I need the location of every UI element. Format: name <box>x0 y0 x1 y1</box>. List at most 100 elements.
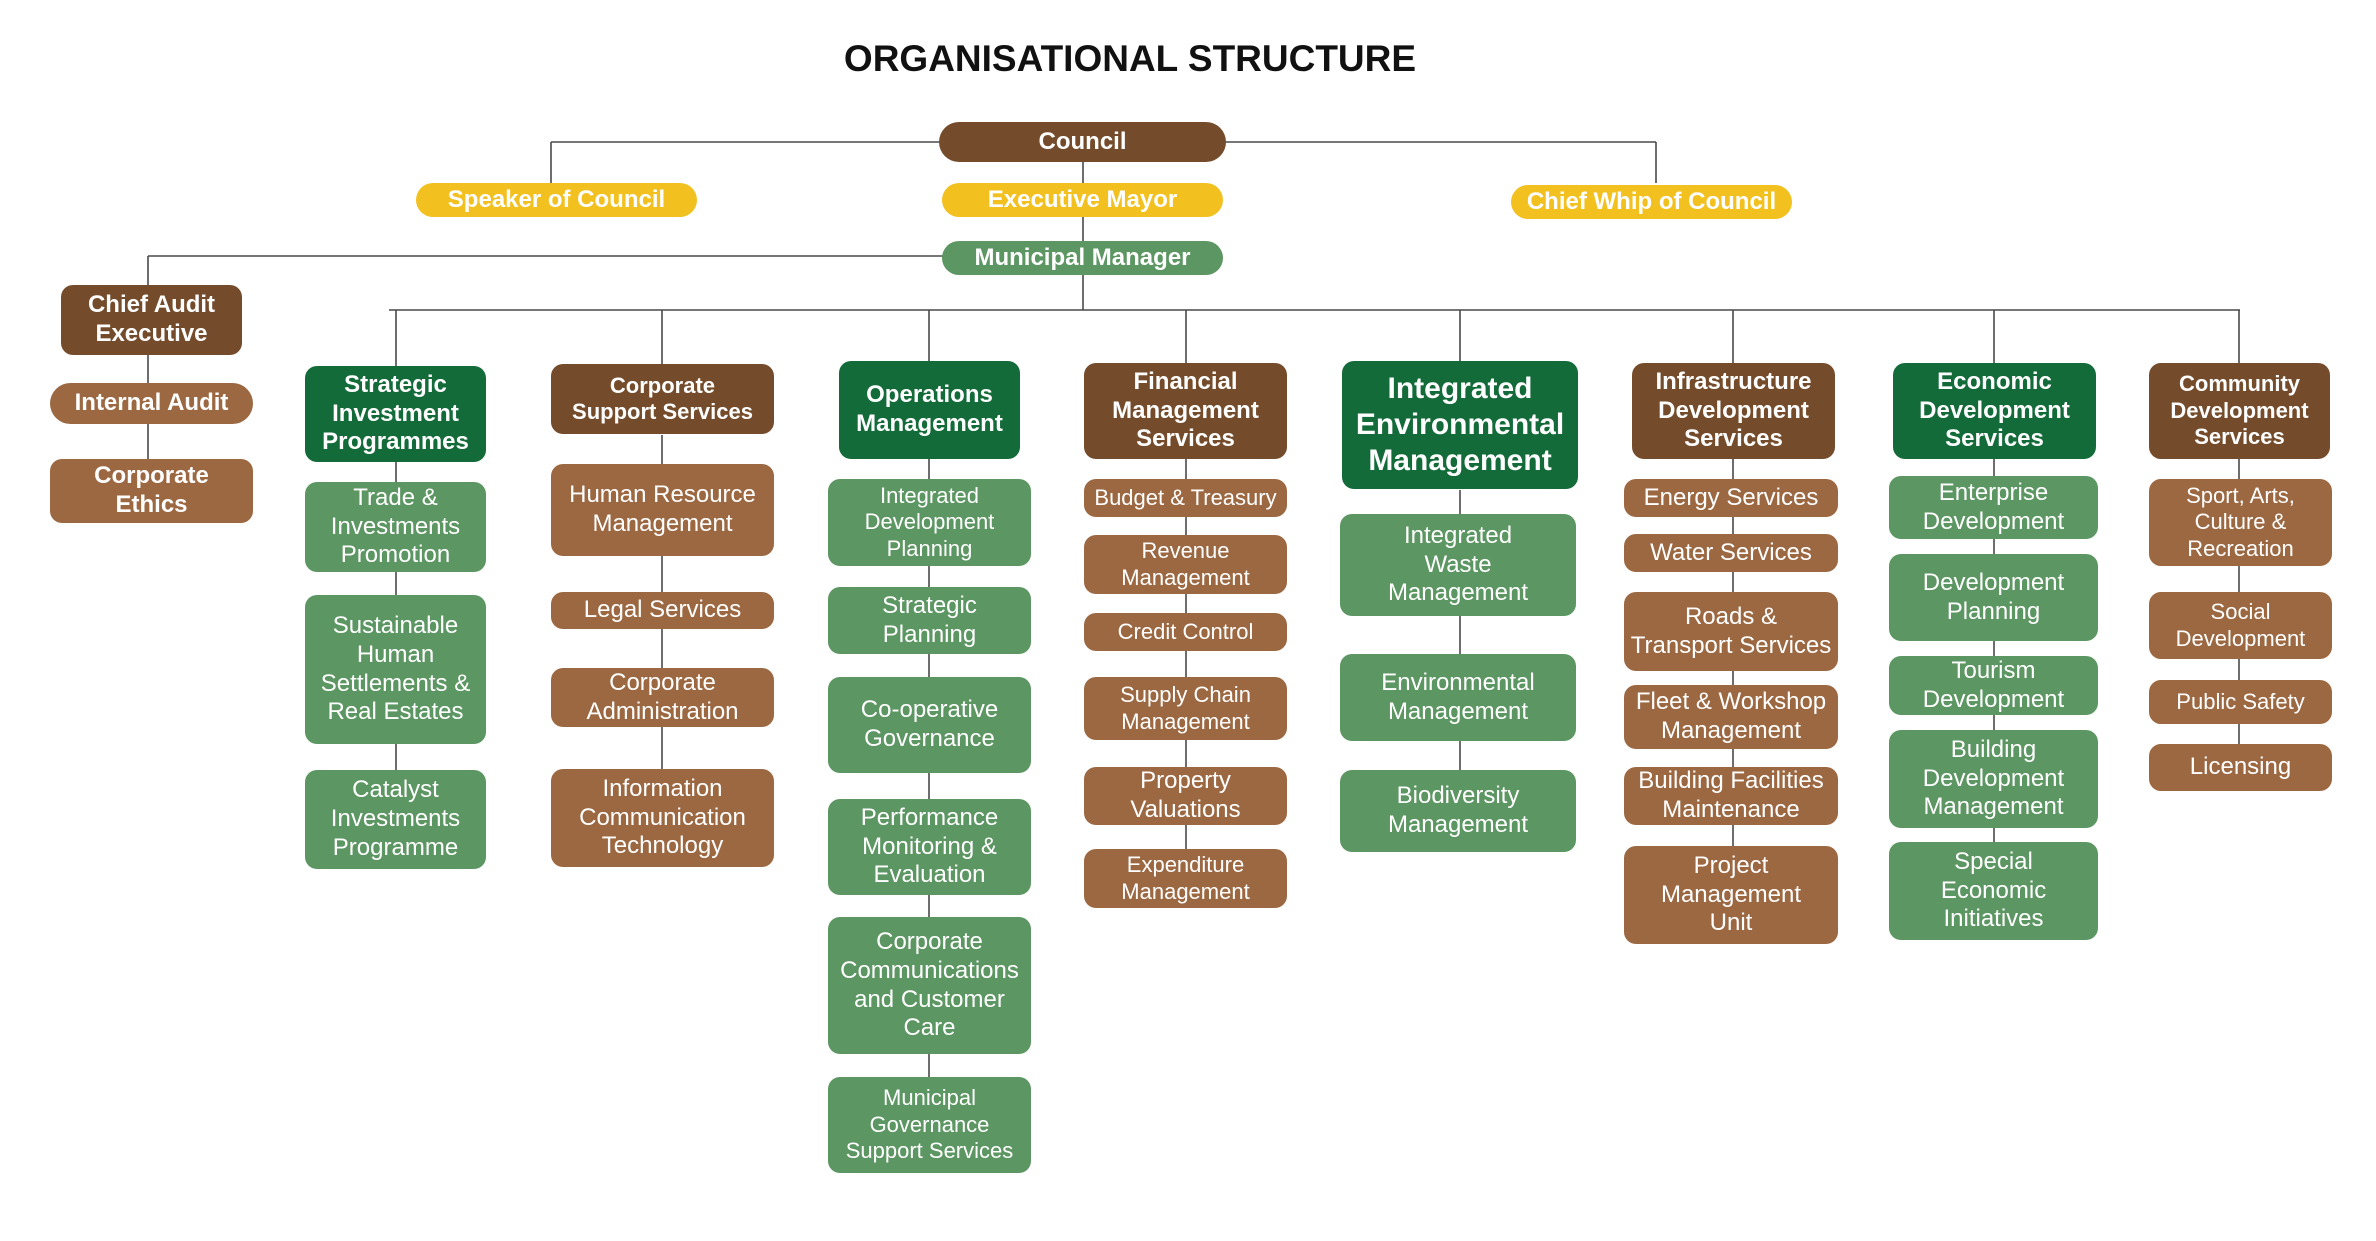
unit-box: Building Facilities Maintenance <box>1624 767 1838 825</box>
unit-box-label: Social Development <box>2175 599 2306 651</box>
unit-box: Corporate Administration <box>551 668 774 727</box>
operations-management-head-label: Operations Management <box>856 381 1003 437</box>
strategic-investment-head-label: Strategic Investment Programmes <box>322 370 469 456</box>
unit-box-label: Energy Services <box>1643 483 1819 511</box>
council-box-label: Council <box>1038 127 1127 155</box>
internal-audit-box: Internal Audit <box>50 383 253 424</box>
internal-audit-box-label: Internal Audit <box>74 389 229 417</box>
unit-box: Project Management Unit <box>1624 846 1838 944</box>
unit-box: Sustainable Human Settlements & Real Est… <box>305 595 486 744</box>
unit-box: Special Economic Initiatives <box>1889 842 2098 940</box>
unit-box: Human Resource Management <box>551 464 774 556</box>
corporate-ethics-box-label: Corporate Ethics <box>94 462 209 518</box>
executive-mayor-box-label: Executive Mayor <box>987 185 1178 213</box>
unit-box-label: Property Valuations <box>1130 767 1241 823</box>
unit-box: Development Planning <box>1889 554 2098 641</box>
community-development-head-label: Community Development Services <box>2170 371 2309 450</box>
chief-whip-box: Chief Whip of Council <box>1511 185 1792 219</box>
corporate-ethics-box: Corporate Ethics <box>50 459 253 523</box>
financial-management-head: Financial Management Services <box>1084 363 1287 459</box>
unit-box-label: Strategic Planning <box>882 591 977 648</box>
unit-box-label: Special Economic Initiatives <box>1940 847 2047 933</box>
unit-box: Licensing <box>2149 744 2332 791</box>
unit-box: Information Communication Technology <box>551 769 774 867</box>
unit-box: Performance Monitoring & Evaluation <box>828 799 1031 895</box>
unit-box: Expenditure Management <box>1084 849 1287 908</box>
unit-box: Revenue Management <box>1084 535 1287 594</box>
operations-management-head: Operations Management <box>839 361 1020 459</box>
unit-box-label: Credit Control <box>1117 618 1254 644</box>
infrastructure-development-head-label: Infrastructure Development Services <box>1655 367 1812 453</box>
financial-management-head-label: Financial Management Services <box>1112 367 1259 453</box>
corporate-support-head: Corporate Support Services <box>551 364 774 434</box>
unit-box-label: Performance Monitoring & Evaluation <box>860 803 999 889</box>
strategic-investment-head: Strategic Investment Programmes <box>305 366 486 462</box>
unit-box-label: Sustainable Human Settlements & Real Est… <box>320 611 471 726</box>
unit-box-label: Water Services <box>1650 538 1812 566</box>
corporate-support-head-label: Corporate Support Services <box>572 372 753 424</box>
unit-box: Biodiversity Management <box>1340 770 1576 852</box>
executive-mayor-box: Executive Mayor <box>942 183 1223 217</box>
community-development-head: Community Development Services <box>2149 363 2330 459</box>
municipal-manager-box: Municipal Manager <box>942 241 1223 275</box>
speaker-box: Speaker of Council <box>416 183 697 217</box>
unit-box-label: Catalyst Investments Programme <box>330 776 461 861</box>
unit-box-label: Enterprise Development <box>1922 478 2065 535</box>
unit-box-label: Trade & Investments Promotion <box>330 483 461 569</box>
economic-development-head-label: Economic Development Services <box>1919 367 2070 453</box>
chief-audit-executive-box: Chief Audit Executive <box>61 285 242 355</box>
unit-box-label: Municipal Governance Support Services <box>845 1085 1014 1164</box>
unit-box: Environmental Management <box>1340 654 1576 741</box>
unit-box-label: Human Resource Management <box>569 481 756 537</box>
unit-box: Legal Services <box>551 592 774 629</box>
unit-box-label: Development Planning <box>1922 568 2065 625</box>
unit-box-label: Roads & Transport Services <box>1630 602 1832 659</box>
economic-development-head: Economic Development Services <box>1893 363 2096 459</box>
infrastructure-development-head: Infrastructure Development Services <box>1632 363 1835 459</box>
unit-box: Supply Chain Management <box>1084 677 1287 740</box>
unit-box-label: Biodiversity Management <box>1387 782 1529 838</box>
unit-box-label: Public Safety <box>2176 688 2305 714</box>
page-title: ORGANISATIONAL STRUCTURE <box>843 38 1417 79</box>
council-box: Council <box>939 122 1226 162</box>
unit-box: Catalyst Investments Programme <box>305 770 486 869</box>
unit-box: Tourism Development <box>1889 656 2098 715</box>
unit-box-label: Building Development Management <box>1922 735 2065 821</box>
unit-box-label: Co-operative Governance <box>860 696 999 752</box>
unit-box-label: Project Management Unit <box>1660 851 1802 937</box>
unit-box-label: Tourism Development <box>1922 656 2065 713</box>
integrated-environmental-head: Integrated Environmental Management <box>1342 361 1578 489</box>
unit-box-label: Supply Chain Management <box>1120 682 1251 734</box>
chief-audit-executive-box-label: Chief Audit Executive <box>87 291 216 347</box>
municipal-manager-box-label: Municipal Manager <box>974 243 1191 271</box>
unit-box-label: Information Communication Technology <box>579 774 746 860</box>
unit-box-label: Expenditure Management <box>1121 852 1250 904</box>
unit-box: Energy Services <box>1624 479 1838 517</box>
unit-box-label: Fleet & Workshop Management <box>1635 688 1827 744</box>
unit-box: Credit Control <box>1084 613 1287 651</box>
unit-box: Building Development Management <box>1889 730 2098 828</box>
unit-box-label: Budget & Treasury <box>1094 484 1277 510</box>
unit-box-label: Legal Services <box>583 596 742 624</box>
unit-box-label: Building Facilities Maintenance <box>1638 767 1824 823</box>
unit-box: Water Services <box>1624 534 1838 572</box>
unit-box: Budget & Treasury <box>1084 479 1287 517</box>
integrated-environmental-head-label: Integrated Environmental Management <box>1355 372 1565 477</box>
unit-box: Municipal Governance Support Services <box>828 1077 1031 1173</box>
unit-box-label: Integrated Waste Management <box>1387 521 1529 607</box>
unit-box: Trade & Investments Promotion <box>305 482 486 572</box>
speaker-box-label: Speaker of Council <box>447 185 666 213</box>
unit-box: Public Safety <box>2149 680 2332 724</box>
unit-box-label: Environmental Management <box>1381 668 1535 725</box>
unit-box: Fleet & Workshop Management <box>1624 685 1838 749</box>
unit-box: Co-operative Governance <box>828 677 1031 773</box>
unit-box: Strategic Planning <box>828 587 1031 654</box>
unit-box: Integrated Development Planning <box>828 479 1031 566</box>
unit-box-label: Corporate Communications and Customer Ca… <box>840 927 1019 1042</box>
unit-box: Integrated Waste Management <box>1340 514 1576 616</box>
unit-box-label: Licensing <box>2189 753 2292 781</box>
unit-box-label: Integrated Development Planning <box>864 482 995 561</box>
unit-box: Sport, Arts, Culture & Recreation <box>2149 479 2332 566</box>
unit-box: Property Valuations <box>1084 767 1287 825</box>
unit-box: Corporate Communications and Customer Ca… <box>828 917 1031 1054</box>
